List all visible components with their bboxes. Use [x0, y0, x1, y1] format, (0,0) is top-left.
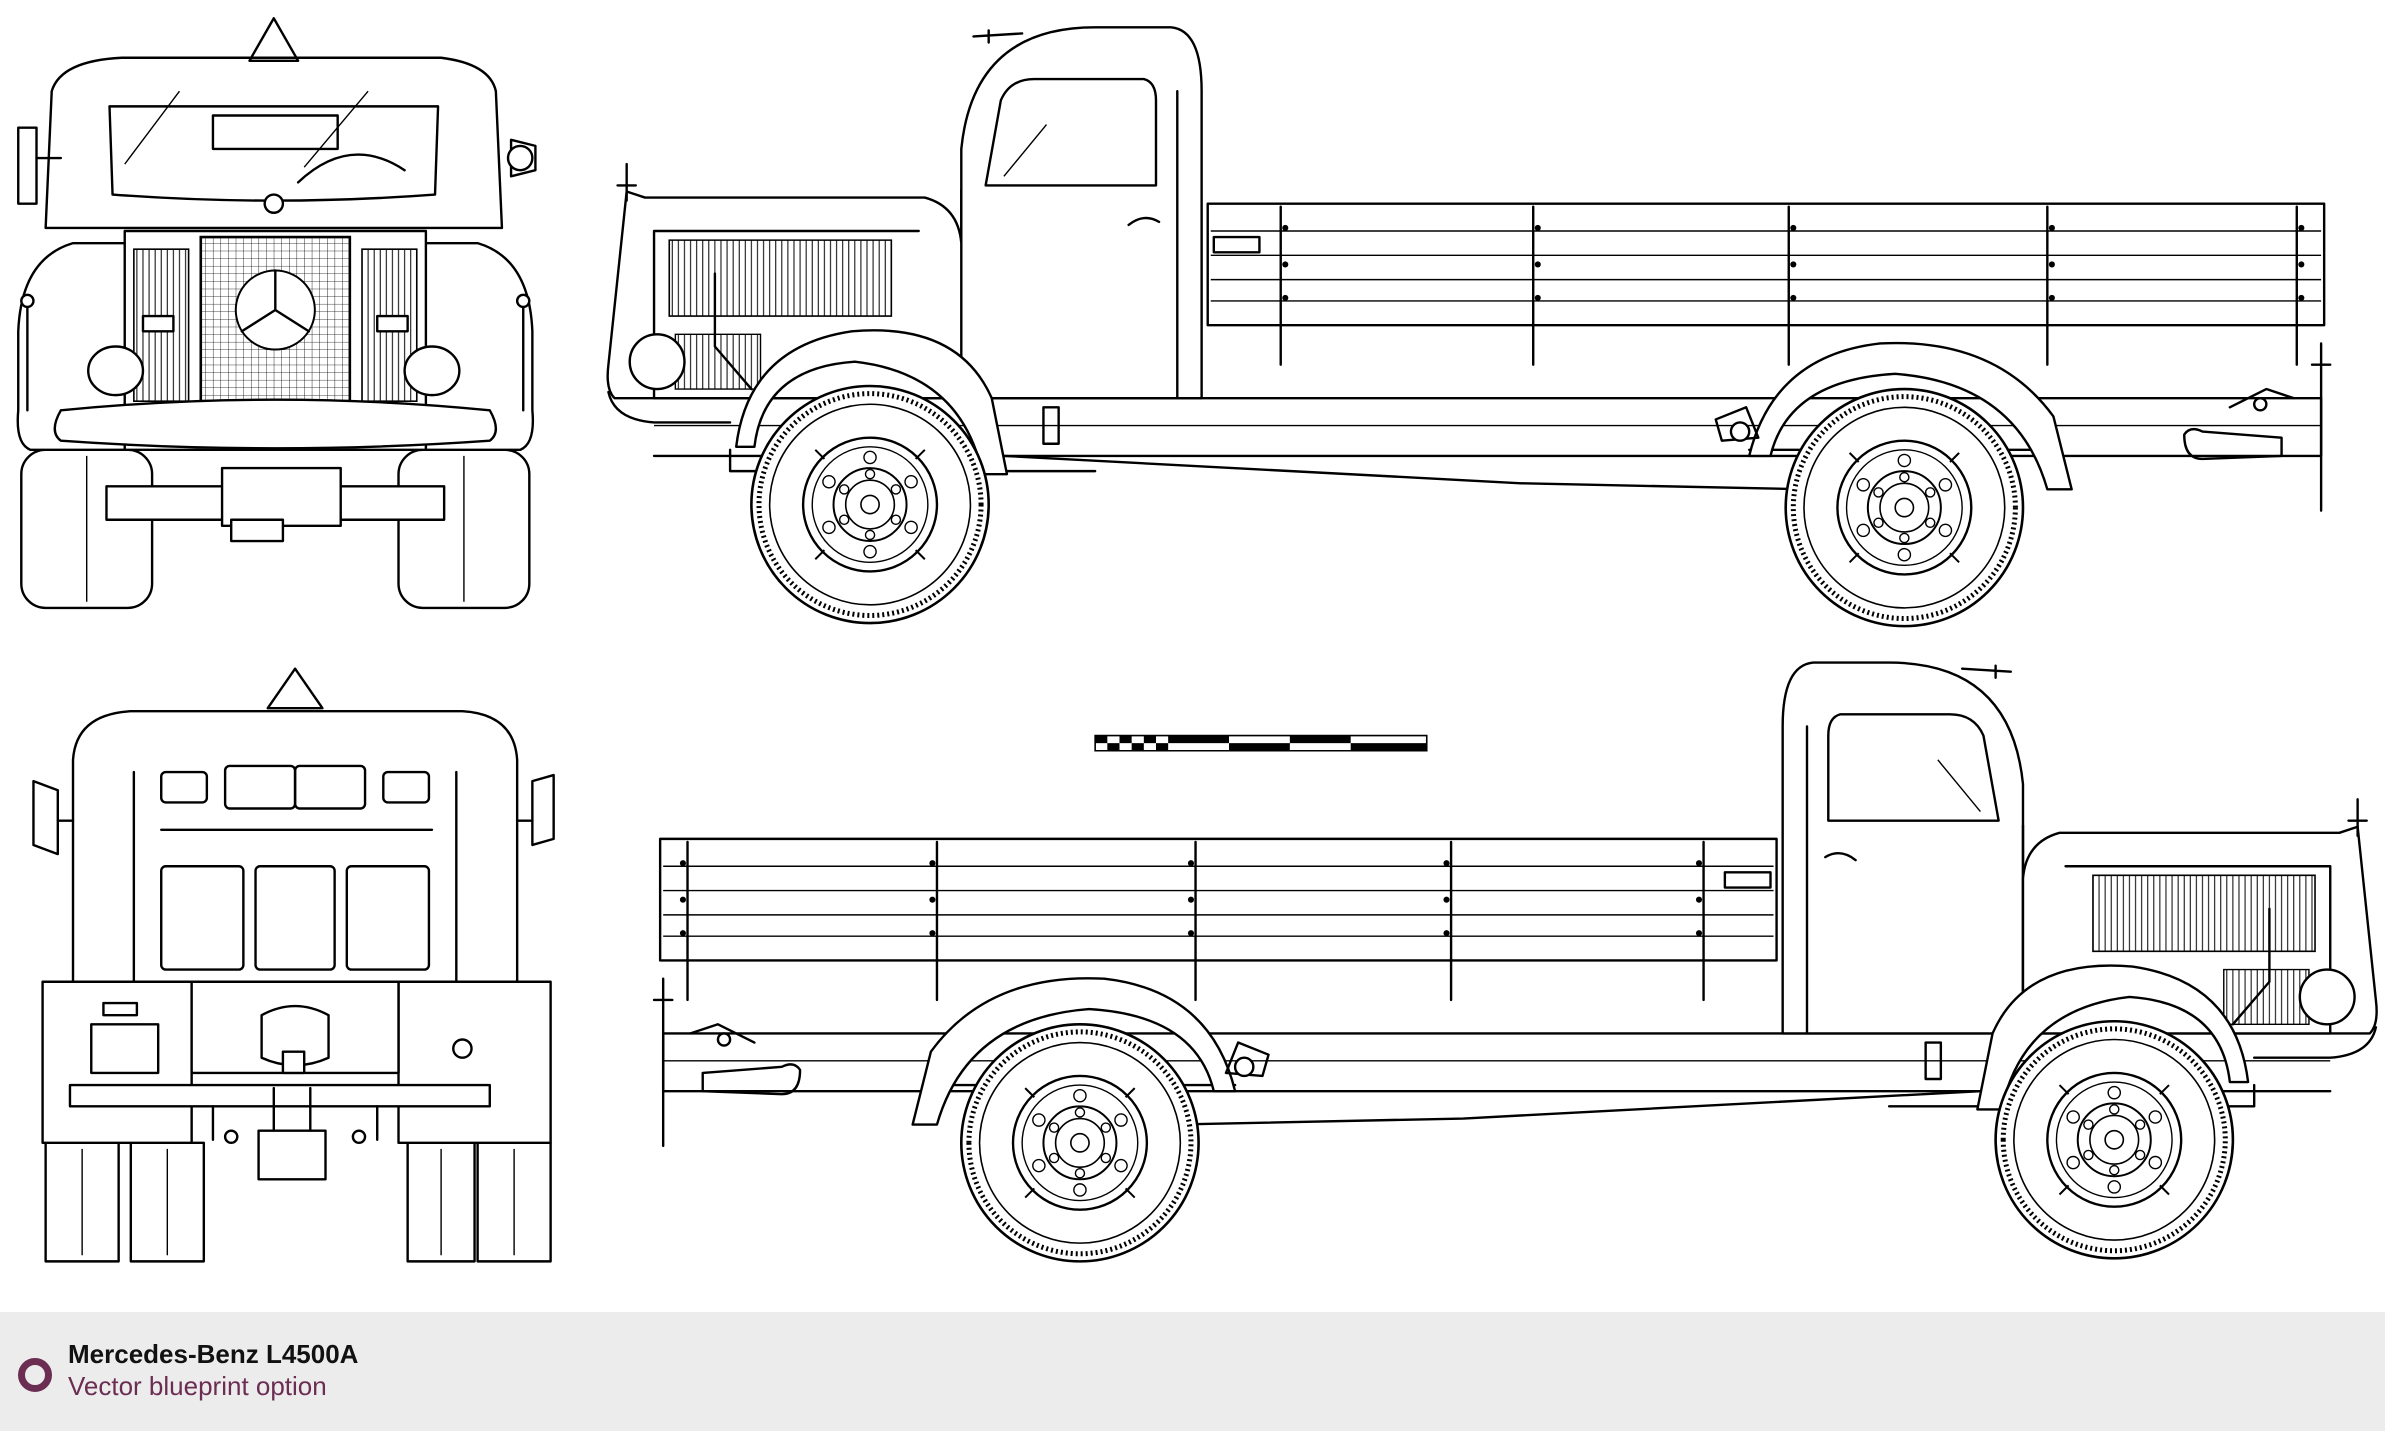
caption-subtitle: Vector blueprint option: [68, 1371, 327, 1401]
side-view-right: [654, 663, 2377, 1262]
rear-view: [31, 666, 556, 1264]
caption-title: Mercedes-Benz L4500A: [68, 1339, 359, 1369]
blueprint-drawing: [15, 16, 2385, 1264]
radio-ring-icon: [18, 1358, 52, 1392]
caption-bar: Mercedes-Benz L4500A Vector blueprint op…: [0, 1312, 2385, 1431]
side-view-left: [608, 27, 2331, 626]
scale-bar: [1095, 736, 1427, 751]
front-view: [15, 16, 538, 610]
